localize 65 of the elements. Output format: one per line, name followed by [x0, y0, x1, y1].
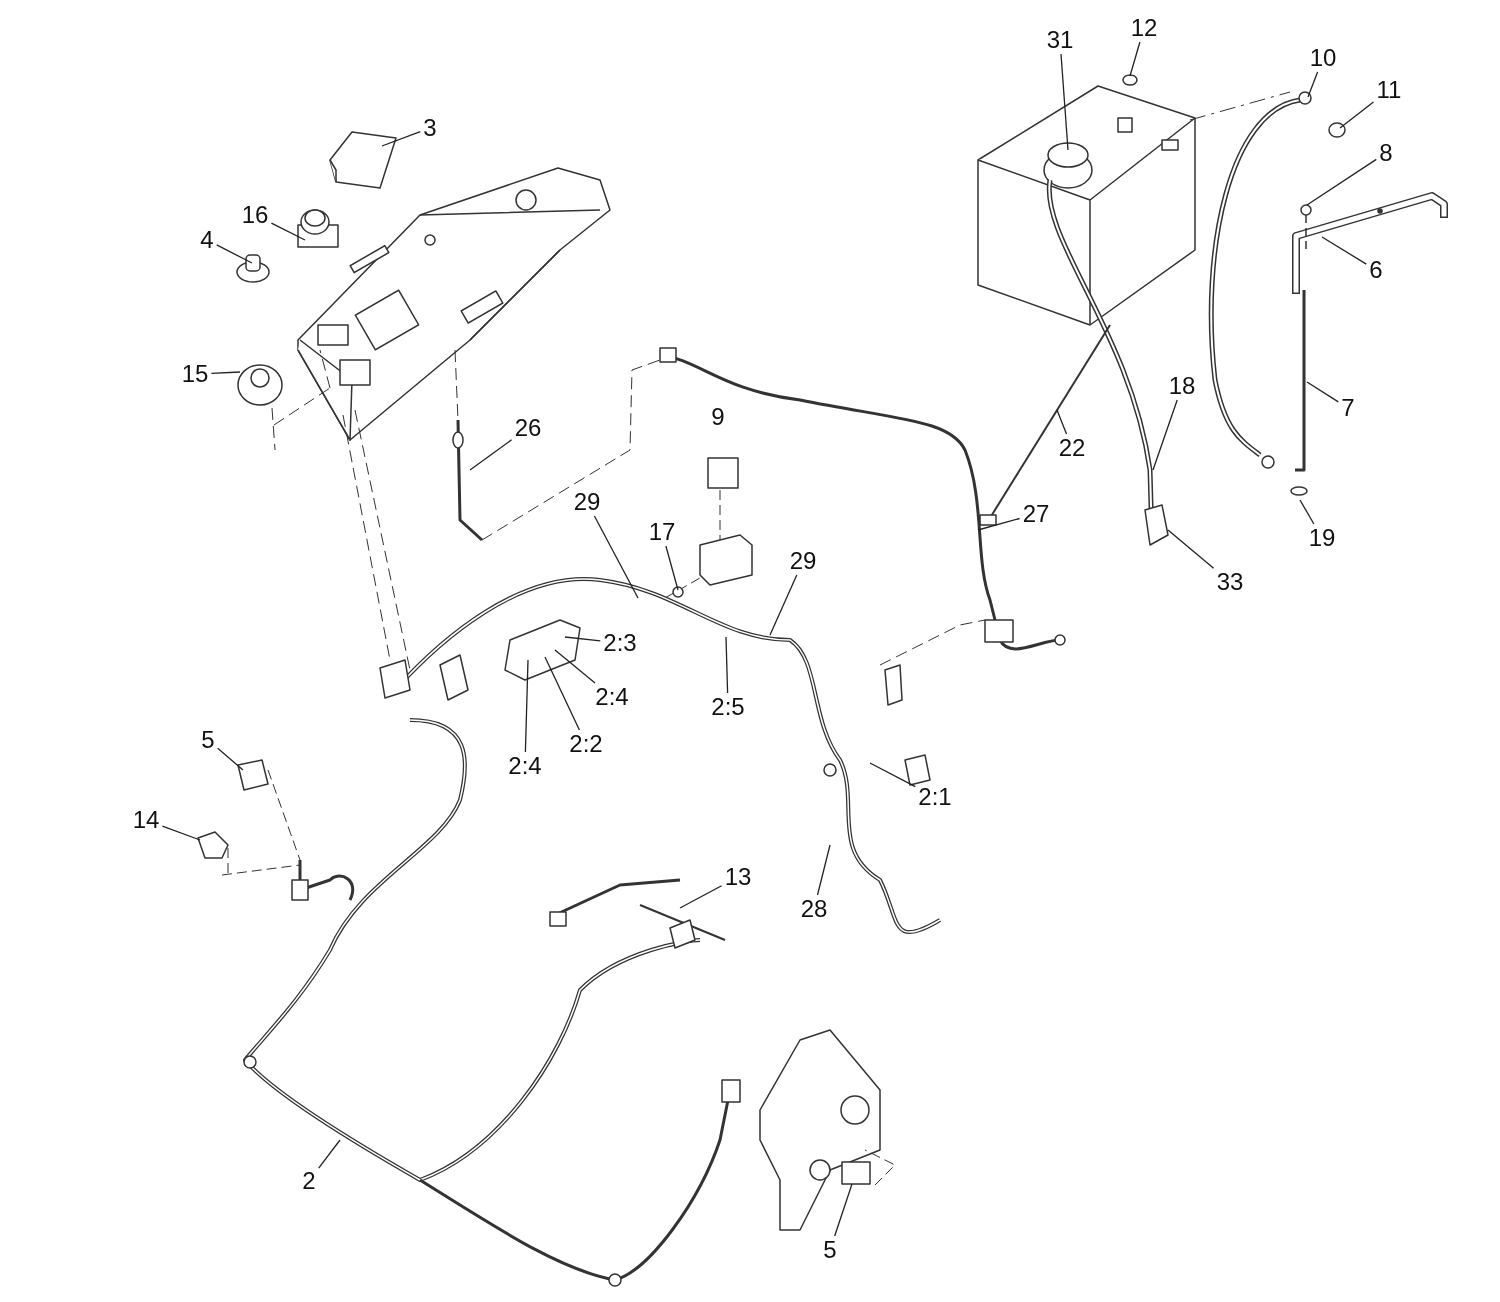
callout-number: 19 — [1307, 525, 1337, 551]
leader-line — [665, 545, 679, 591]
callout-number: 5 — [200, 727, 216, 753]
leader-line — [679, 885, 723, 909]
leader-line — [210, 371, 241, 374]
leader-line — [270, 222, 306, 241]
leader-line — [769, 574, 798, 636]
leader-line — [816, 844, 831, 896]
callout-number: 9 — [710, 404, 726, 430]
leader-line — [1060, 53, 1069, 151]
callout-number: 29 — [572, 489, 602, 515]
callout-number: 4 — [199, 227, 215, 253]
leader-line — [161, 825, 201, 841]
leader-line — [977, 517, 1021, 531]
callout-number: 18 — [1167, 373, 1197, 399]
leader-line — [1152, 399, 1178, 471]
leader-line — [1306, 381, 1339, 403]
callout-number: 10 — [1308, 45, 1338, 71]
callout-number: 2:2 — [568, 731, 604, 757]
leader-line — [564, 636, 601, 642]
leader-line — [593, 515, 639, 599]
callout-number: 5 — [822, 1237, 838, 1263]
leader-line — [469, 439, 513, 471]
callout-number: 2:1 — [917, 784, 953, 810]
leader-line — [1129, 41, 1141, 77]
callout-number: 29 — [788, 548, 818, 574]
callout-number: 31 — [1045, 27, 1075, 53]
leader-line — [1299, 499, 1315, 525]
leader-line — [216, 244, 253, 264]
leader-line — [524, 659, 529, 753]
callout-number: 2:4 — [594, 684, 630, 710]
callout-number: 22 — [1057, 435, 1087, 461]
leader-line — [869, 762, 916, 788]
leader-line — [1307, 71, 1319, 98]
callout-number: 2:4 — [507, 753, 543, 779]
callout-number: 16 — [240, 202, 270, 228]
leader-line — [318, 1139, 341, 1169]
callout-number: 15 — [180, 361, 210, 387]
callout-number: 33 — [1215, 569, 1245, 595]
leader-line — [1167, 529, 1215, 569]
leader-line — [544, 656, 581, 731]
callout-number: 13 — [723, 864, 753, 890]
callout-number: 28 — [799, 896, 829, 922]
leader-line — [834, 1183, 853, 1237]
callout-number: 7 — [1340, 395, 1356, 421]
callout-number: 2:5 — [710, 694, 746, 720]
callout-number: 2:3 — [602, 630, 638, 656]
leader-line — [381, 130, 421, 147]
callout-number: 26 — [513, 415, 543, 441]
leader-line — [1306, 158, 1377, 206]
leader-line — [725, 636, 729, 694]
leader-line — [554, 649, 596, 684]
leader-line — [217, 747, 244, 771]
callout-number: 14 — [131, 807, 161, 833]
leader-line — [1339, 101, 1375, 129]
callout-number: 27 — [1021, 501, 1051, 527]
callout-number: 12 — [1129, 15, 1159, 41]
callout-number: 8 — [1378, 140, 1394, 166]
callout-number: 11 — [1375, 77, 1403, 103]
callout-number: 3 — [422, 115, 438, 141]
callout-number: 17 — [647, 519, 677, 545]
leader-line — [1056, 409, 1068, 435]
leader-line — [1321, 236, 1367, 265]
callout-number: 6 — [1368, 257, 1384, 283]
callout-number: 2 — [301, 1168, 317, 1194]
